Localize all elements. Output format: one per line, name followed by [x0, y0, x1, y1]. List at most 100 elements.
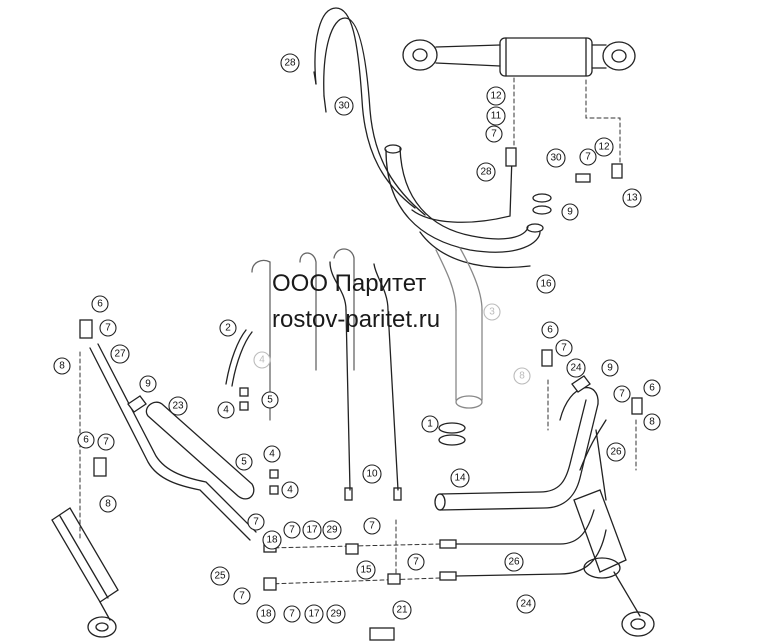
callout-7: 7	[407, 553, 425, 571]
callout-3: 3	[483, 303, 501, 321]
callout-26: 26	[504, 552, 524, 572]
callout-label: 29	[326, 525, 338, 536]
callout-label: 6	[649, 383, 655, 394]
callout-26: 26	[606, 442, 626, 462]
callout-29: 29	[322, 520, 342, 540]
callout-label: 6	[97, 299, 103, 310]
callout-circle	[97, 433, 115, 451]
callout-4: 4	[253, 351, 271, 369]
callout-6: 6	[91, 295, 109, 313]
callout-12: 12	[594, 137, 614, 157]
callout-label: 7	[253, 517, 259, 528]
long-hose-10	[329, 261, 402, 501]
callout-circle	[322, 520, 342, 540]
callout-circle	[280, 53, 300, 73]
callout-2: 2	[219, 319, 237, 337]
callout-8: 8	[643, 413, 661, 431]
callout-circle	[561, 203, 579, 221]
callout-29: 29	[326, 604, 346, 624]
callout-circle	[555, 339, 573, 357]
callout-circle	[168, 396, 188, 416]
callout-label: 4	[269, 449, 275, 460]
callout-7: 7	[579, 148, 597, 166]
callout-label: 30	[550, 153, 562, 164]
callout-label: 2	[225, 323, 231, 334]
callout-8: 8	[513, 367, 531, 385]
callout-circle	[504, 552, 524, 572]
callout-circle	[99, 495, 117, 513]
callout-circle	[536, 274, 556, 294]
callout-25: 25	[210, 566, 230, 586]
callout-14: 14	[450, 468, 470, 488]
callout-9: 9	[601, 359, 619, 377]
callout-label: 7	[105, 323, 111, 334]
callout-circle	[362, 464, 382, 484]
callout-circle	[110, 344, 130, 364]
callout-label: 7	[491, 129, 497, 140]
callout-circle	[643, 413, 661, 431]
callout-label: 9	[607, 363, 613, 374]
callout-circle	[513, 367, 531, 385]
callout-label: 15	[360, 565, 372, 576]
callout-label: 26	[610, 447, 622, 458]
callout-7: 7	[99, 319, 117, 337]
callout-6: 6	[77, 431, 95, 449]
callout-circle	[392, 600, 412, 620]
callout-4: 4	[263, 445, 281, 463]
callout-label: 16	[540, 279, 552, 290]
callout-label: 1	[427, 419, 433, 430]
callout-11: 11	[486, 106, 506, 126]
callout-23: 23	[168, 396, 188, 416]
callout-circle	[263, 445, 281, 463]
callout-8: 8	[53, 357, 71, 375]
callout-circle	[622, 188, 642, 208]
callout-label: 5	[241, 457, 247, 468]
callout-18: 18	[256, 604, 276, 624]
callout-label: 7	[561, 343, 567, 354]
callout-7: 7	[283, 521, 301, 539]
callout-circle	[235, 453, 253, 471]
callout-circle	[476, 162, 496, 182]
callout-circle	[139, 375, 157, 393]
callout-label: 10	[366, 469, 378, 480]
callout-label: 4	[259, 355, 265, 366]
callout-circle	[421, 415, 439, 433]
callout-circle	[262, 530, 282, 550]
callout-30: 30	[334, 96, 354, 116]
callout-circle	[233, 587, 251, 605]
right-hydraulic-cylinder	[573, 489, 655, 637]
callout-1: 1	[421, 415, 439, 433]
callout-circle	[594, 137, 614, 157]
callout-circle	[450, 468, 470, 488]
callout-circle	[91, 295, 109, 313]
callout-label: 21	[396, 605, 408, 616]
callout-5: 5	[235, 453, 253, 471]
callout-7: 7	[247, 513, 265, 531]
callout-label: 7	[103, 437, 109, 448]
callout-label: 7	[585, 152, 591, 163]
upper-hose-pair	[313, 7, 426, 216]
callout-circle	[281, 481, 299, 499]
callout-9: 9	[561, 203, 579, 221]
callout-7: 7	[555, 339, 573, 357]
callout-24: 24	[516, 594, 536, 614]
callout-28: 28	[476, 162, 496, 182]
callout-6: 6	[541, 321, 559, 339]
callout-circle	[485, 125, 503, 143]
callout-label: 13	[626, 193, 638, 204]
callout-circle	[613, 385, 631, 403]
callout-label: 7	[289, 609, 295, 620]
callout-label: 17	[308, 609, 320, 620]
callout-12: 12	[486, 86, 506, 106]
callout-4: 4	[281, 481, 299, 499]
callout-label: 3	[489, 307, 495, 318]
callout-circle	[283, 521, 301, 539]
callout-7: 7	[233, 587, 251, 605]
callout-circle	[77, 431, 95, 449]
callout-circle	[486, 86, 506, 106]
callout-21: 21	[392, 600, 412, 620]
callout-24: 24	[566, 358, 586, 378]
callout-5: 5	[261, 391, 279, 409]
callout-label: 8	[59, 361, 65, 372]
callout-circle	[334, 96, 354, 116]
